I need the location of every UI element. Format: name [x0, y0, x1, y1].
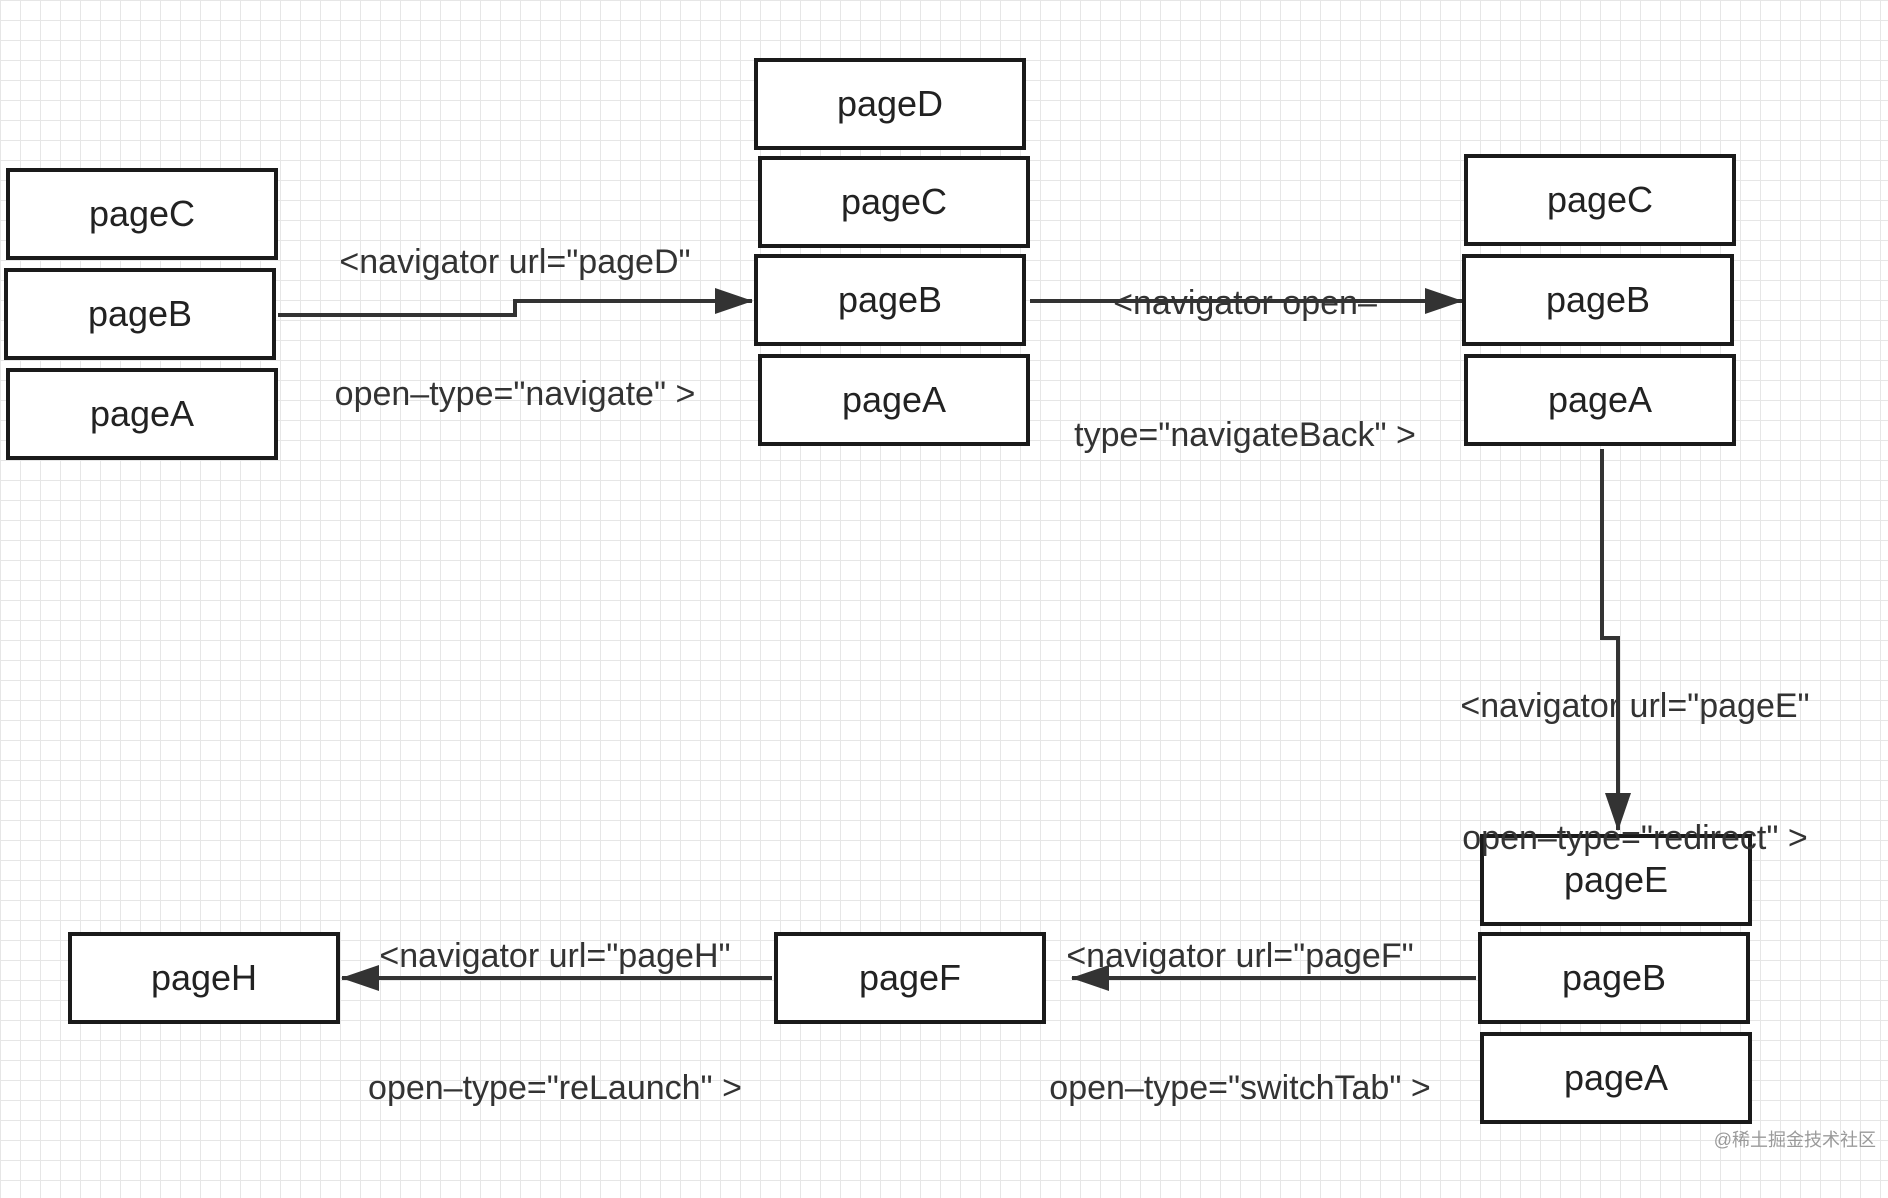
- label-navigate-back-line2: type="navigateBack" >: [1074, 416, 1416, 454]
- label-switch-tab-line1: <navigator url="pageF": [1066, 937, 1414, 975]
- label-redirect-line1: <navigator url="pageE": [1460, 687, 1810, 725]
- page-box-pageC: pageC: [758, 156, 1030, 248]
- label-relaunch: <navigator url="pageH" open–type="reLaun…: [330, 846, 780, 1198]
- page-box-pageB: pageB: [1478, 932, 1750, 1024]
- arrow-navigate: [278, 288, 753, 317]
- label-navigate-line2: open–type="navigate" >: [334, 375, 696, 413]
- page-box-pageA: pageA: [758, 354, 1030, 446]
- page-box-pageA: pageA: [6, 368, 278, 460]
- label-navigate-back: <navigator open– type="navigateBack" >: [1040, 193, 1450, 545]
- label-navigate-back-line1: <navigator open–: [1113, 284, 1377, 322]
- label-switch-tab: <navigator url="pageF" open–type="switch…: [1020, 846, 1460, 1198]
- page-box-pageH: pageH: [68, 932, 340, 1024]
- connectors: [278, 288, 1631, 991]
- label-switch-tab-line2: open–type="switchTab" >: [1049, 1069, 1431, 1107]
- page-box-pageE: pageE: [1480, 834, 1752, 926]
- arrow-redirect: [1600, 449, 1631, 831]
- watermark: @稀土掘金技术社区: [1713, 1130, 1876, 1150]
- label-relaunch-line2: open–type="reLaunch" >: [368, 1069, 742, 1107]
- page-box-pageD: pageD: [754, 58, 1026, 150]
- page-box-pageB: pageB: [754, 254, 1026, 346]
- page-box-pageA: pageA: [1464, 354, 1736, 446]
- label-navigate-line1: <navigator url="pageD": [339, 243, 691, 281]
- page-box-pageB: pageB: [1462, 254, 1734, 346]
- label-relaunch-line1: <navigator url="pageH": [379, 937, 731, 975]
- label-redirect-line2: open–type="redirect" >: [1462, 819, 1808, 857]
- page-box-pageC: pageC: [6, 168, 278, 260]
- diagram-canvas: pageC pageB pageA pageD pageC pageB page…: [4, 58, 1876, 1150]
- page-box-pageF: pageF: [774, 932, 1046, 1024]
- label-redirect: <navigator url="pageE" open–type="redire…: [1410, 596, 1860, 948]
- page-box-pageB: pageB: [4, 268, 276, 360]
- label-navigate: <navigator url="pageD" open–type="naviga…: [300, 152, 730, 504]
- page-box-pageA: pageA: [1480, 1032, 1752, 1124]
- page-box-pageC: pageC: [1464, 154, 1736, 246]
